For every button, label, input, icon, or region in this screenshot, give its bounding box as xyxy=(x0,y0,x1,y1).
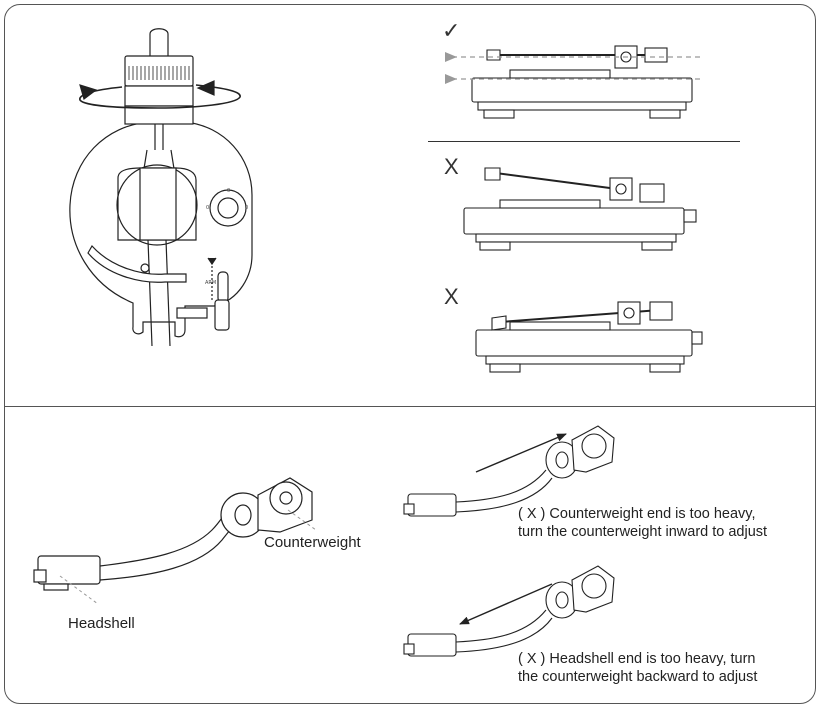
arm-headshell-heavy xyxy=(403,565,615,657)
svg-text:0: 0 xyxy=(206,205,209,211)
headshell-label: Headshell xyxy=(68,615,135,632)
turntable-headshell-up xyxy=(463,167,697,251)
caption-counterweight-heavy-line2: turn the counterweight inward to adjust xyxy=(518,524,768,540)
section-divider xyxy=(4,406,816,407)
caption-headshell-heavy-line1: ( X ) Headshell end is too heavy, turn xyxy=(518,651,756,667)
cross-icon: X xyxy=(444,284,459,309)
turntable-headshell-down xyxy=(475,301,703,373)
svg-text:0: 0 xyxy=(227,188,230,194)
checkmark-icon: ✓ xyxy=(442,18,461,43)
direction-arrow-icon xyxy=(475,433,567,473)
diagram-frame xyxy=(4,4,816,704)
counterweight-label: Counterweight xyxy=(264,534,361,551)
svg-text:0: 0 xyxy=(245,205,248,211)
caption-counterweight-heavy-line1: ( X ) Counterweight end is too heavy, xyxy=(518,506,756,522)
tonearm-side-view xyxy=(33,477,313,591)
caption-headshell-heavy-line2: the counterweight backward to adjust xyxy=(518,669,758,685)
direction-arrow-icon xyxy=(459,583,553,625)
arm-counterweight-heavy xyxy=(403,425,615,517)
panel-separator xyxy=(428,141,740,142)
turntable-level xyxy=(471,45,693,119)
headshell-leader xyxy=(59,575,99,605)
cross-icon: X xyxy=(444,154,459,179)
tonearm-base-illustration: 0 0 0 xyxy=(69,28,253,347)
arm-tag: ARM xyxy=(205,280,216,286)
